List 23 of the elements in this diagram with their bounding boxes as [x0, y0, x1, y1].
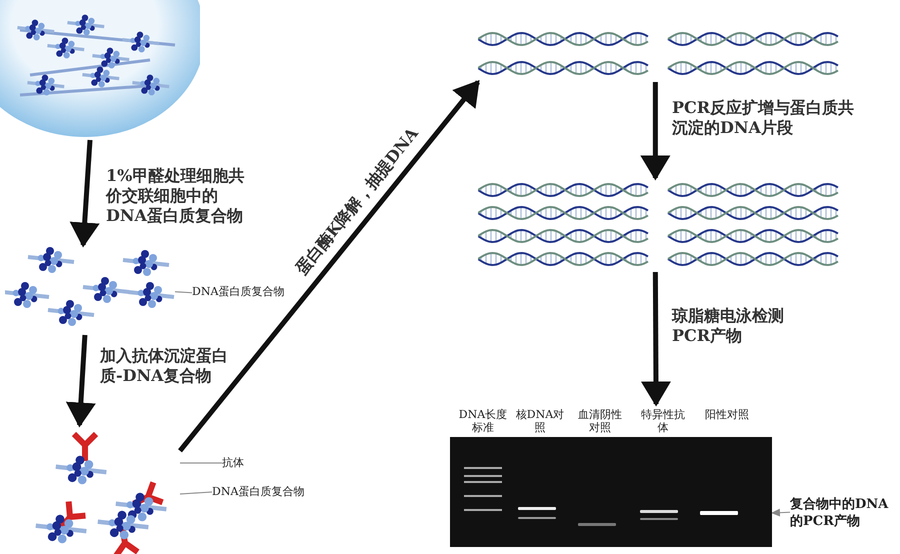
- leader-line: [180, 492, 212, 495]
- lane-label: 核DNA对照: [514, 408, 566, 434]
- step-label: 琼脂糖电泳检测PCR产物: [672, 306, 785, 346]
- cell-drawing: [0, 0, 200, 140]
- arrow: [640, 82, 670, 180]
- step-label: 1%甲醛处理细胞共价交联细胞中的DNA蛋白质复合物: [106, 166, 246, 226]
- step-label: PCR反应扩增与蛋白质共沉淀的DNA片段: [672, 98, 856, 138]
- arrow: [70, 140, 100, 248]
- arrow: [178, 80, 480, 452]
- callout-label: DNA蛋白质复合物: [212, 484, 304, 499]
- lane-label: 特异性抗体: [640, 408, 686, 434]
- leader-line: [180, 462, 222, 464]
- lane-label: DNA长度标准: [458, 408, 508, 434]
- step-label: 加入抗体沉淀蛋白质-DNA复合物: [100, 346, 229, 386]
- lane-label: 血清阴性对照: [577, 408, 623, 434]
- arrow: [66, 334, 96, 428]
- leader-line: [174, 291, 192, 294]
- arrow: [640, 272, 671, 406]
- leader-line: [771, 508, 790, 517]
- callout-label: 抗体: [222, 455, 244, 470]
- callout-label: DNA蛋白质复合物: [192, 284, 284, 299]
- callout-label: 复合物中的DNA的PCR产物: [790, 496, 900, 530]
- lane-label: 阳性对照: [704, 408, 750, 421]
